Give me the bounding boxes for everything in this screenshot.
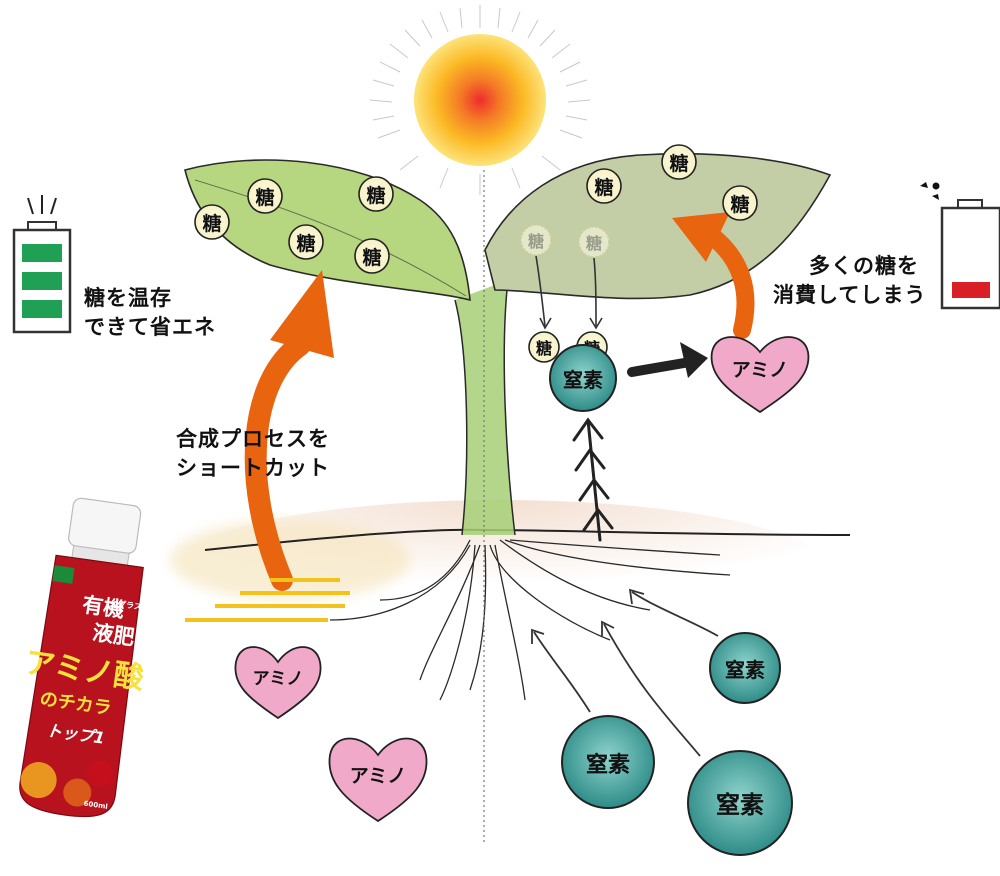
sugar-label: 糖 <box>669 152 688 175</box>
sugar-token: 糖 <box>528 331 560 363</box>
amino-label: アミノ <box>350 765 407 787</box>
fertilizer-bottle: 有機 プラス 液肥 アミノ酸 のチカラ トップ1 600ml <box>19 497 147 818</box>
battery-low-icon <box>920 182 1000 310</box>
nitrogen-arrows <box>531 588 719 757</box>
sugar-token: 糖 <box>661 144 697 180</box>
shortcut-caption-line2: ショートカット <box>176 456 330 480</box>
right-caption-line2: 消費してしまう <box>773 283 927 307</box>
battery-full-icon <box>12 195 72 334</box>
amino-heart: アミノ <box>328 737 428 823</box>
sugar-token-faded: 糖 <box>520 224 552 256</box>
sugar-token: 糖 <box>358 176 394 212</box>
stem <box>455 280 515 535</box>
left-caption-line2: できて省エネ <box>84 315 216 339</box>
amino-heart: アミノ <box>710 336 810 414</box>
shortcut-arrow <box>244 270 334 591</box>
nitrogen-token: 窒素 <box>549 344 617 412</box>
right-caption-line1: 多くの糖を <box>809 254 919 278</box>
sugar-label: 糖 <box>362 246 381 269</box>
nitrogen-token: 窒素 <box>561 715 655 809</box>
sugar-label: 糖 <box>528 232 544 251</box>
bottle-line2: 液肥 <box>91 620 136 650</box>
bottle-volume: 600ml <box>83 800 108 811</box>
upward-chevrons <box>572 417 614 542</box>
sugar-label: 糖 <box>255 186 274 209</box>
sugar-label: 糖 <box>296 232 315 255</box>
shortcut-stripes <box>185 578 350 622</box>
amino-label: アミノ <box>253 669 304 689</box>
to-amino-arrow <box>627 342 708 378</box>
sugar-token: 糖 <box>194 204 230 240</box>
nitrogen-label: 窒素 <box>586 752 630 778</box>
left-caption: 糖を温存 できて省エネ <box>84 284 216 342</box>
nitrogen-label: 窒素 <box>725 658 765 682</box>
nitrogen-token: 窒素 <box>687 750 793 856</box>
nitrogen-label: 窒素 <box>563 368 603 392</box>
sugar-label: 糖 <box>594 176 613 199</box>
sugar-token-faded: 糖 <box>578 226 610 258</box>
bottle-plus: プラス <box>117 598 142 611</box>
sugar-token: 糖 <box>354 238 390 274</box>
sugar-label: 糖 <box>586 234 602 253</box>
sugar-label: 糖 <box>730 193 749 216</box>
sugar-token: 糖 <box>288 224 324 260</box>
consume-arrow <box>672 212 755 339</box>
nitrogen-token: 窒素 <box>709 632 781 704</box>
sugar-token: 糖 <box>247 178 283 214</box>
sugar-label: 糖 <box>366 184 385 207</box>
right-caption: 多くの糖を 消費してしまう <box>773 252 927 310</box>
shortcut-caption: 合成プロセスを ショートカット <box>160 425 330 483</box>
nitrogen-label: 窒素 <box>716 791 764 819</box>
shortcut-caption-line1: 合成プロセスを <box>176 427 330 451</box>
sun-icon <box>369 5 591 195</box>
sugar-down-arrows <box>535 255 603 330</box>
sugar-token: 糖 <box>586 168 622 204</box>
sugar-token: 糖 <box>722 185 758 221</box>
sugar-label: 糖 <box>536 339 552 358</box>
roots <box>329 539 731 701</box>
bottle-line1: 有機 <box>81 593 126 623</box>
amino-label: アミノ <box>732 359 789 381</box>
sugar-label: 糖 <box>202 212 221 235</box>
amino-heart: アミノ <box>234 646 322 720</box>
left-caption-line1: 糖を温存 <box>84 286 172 310</box>
